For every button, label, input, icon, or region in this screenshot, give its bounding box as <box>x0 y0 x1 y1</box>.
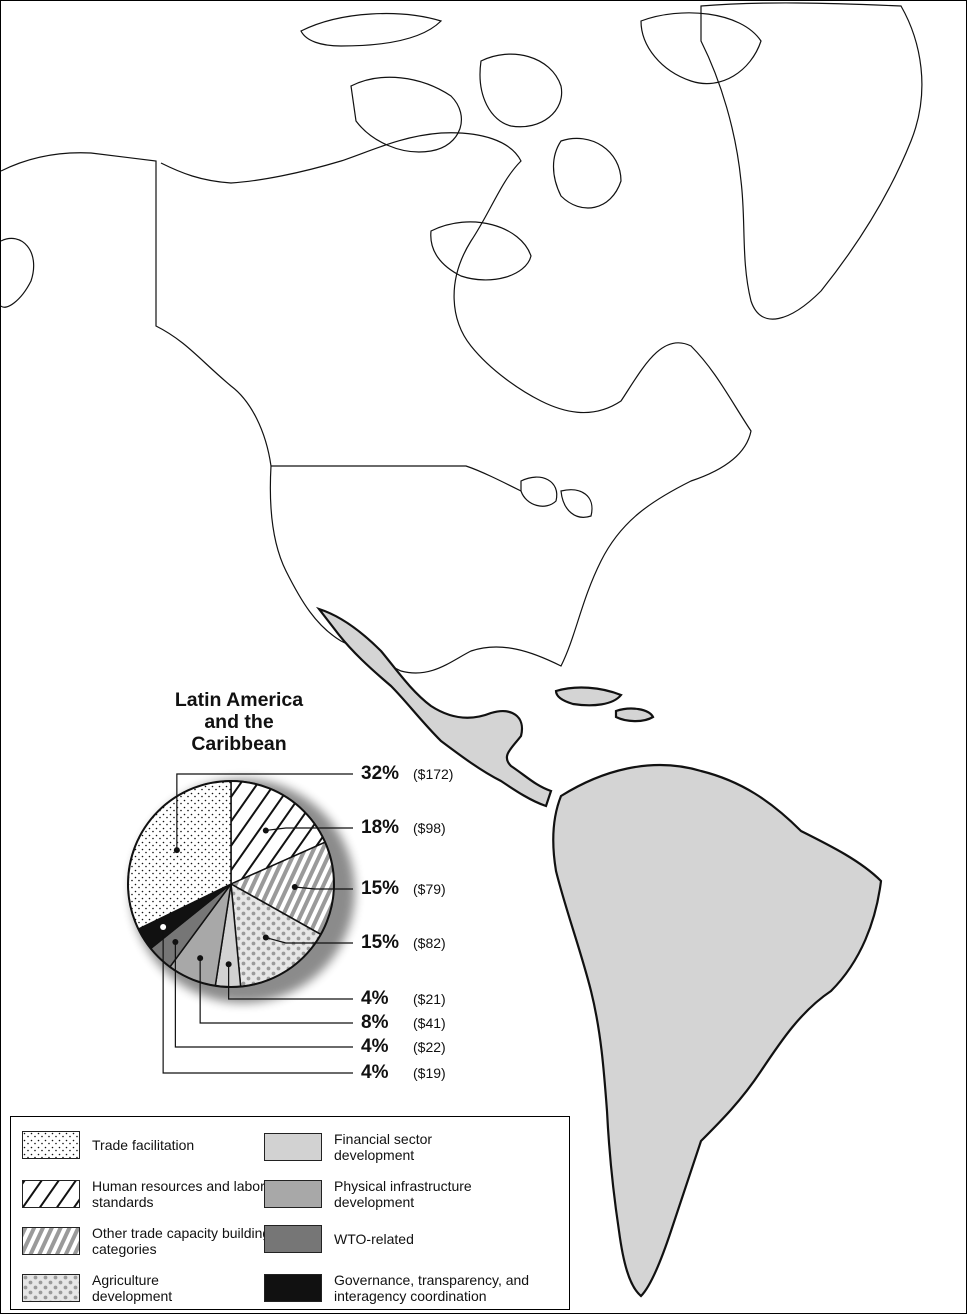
callout-label: 8% ($41) <box>361 1012 446 1034</box>
chart-title: Latin America and the Caribbean <box>121 689 357 755</box>
chart-title-line-3: Caribbean <box>191 733 287 755</box>
callout-label: 18% ($98) <box>361 817 446 839</box>
legend-item: Financial sector development <box>264 1131 494 1163</box>
leader-dot <box>291 884 298 891</box>
leader-dot <box>225 961 232 968</box>
legend-label: Agriculture development <box>92 1272 173 1304</box>
callout-label: 4% ($22) <box>361 1036 446 1058</box>
callout-percent: 4% <box>361 988 389 1009</box>
callout-label: 4% ($21) <box>361 988 446 1010</box>
legend-label: WTO-related <box>334 1231 414 1247</box>
callout-amount: ($22) <box>413 1039 446 1055</box>
callout-label: 32% ($172) <box>361 763 453 785</box>
legend-item: Trade facilitation <box>22 1131 292 1159</box>
callout-amount: ($21) <box>413 991 446 1007</box>
leader-dot <box>173 847 180 854</box>
leader-dot <box>160 924 167 931</box>
callout-amount: ($172) <box>413 766 454 782</box>
legend-swatch-dots-gray <box>22 1274 80 1302</box>
legend-label: Physical infrastructure development <box>334 1178 472 1210</box>
leader-line <box>162 927 353 1074</box>
leader-line <box>265 827 353 832</box>
leader-dot <box>262 827 269 834</box>
callout-amount: ($19) <box>413 1065 446 1081</box>
chart-title-line-2: and the <box>204 711 274 733</box>
legend-label: Trade facilitation <box>92 1137 195 1153</box>
legend-item: WTO-related <box>264 1225 534 1253</box>
legend-item: Agriculture development <box>22 1272 242 1304</box>
callout-label: 4% ($19) <box>361 1062 446 1084</box>
callout-percent: 18% <box>361 817 400 838</box>
legend-item: Other trade capacity building categories <box>22 1225 292 1257</box>
pie-outline <box>127 780 335 988</box>
north-america-outline <box>1 2 923 674</box>
legend-label: Other trade capacity building categories <box>92 1225 271 1257</box>
chart-title-line-1: Latin America <box>174 689 304 711</box>
leader-line <box>265 936 353 944</box>
callout-percent: 8% <box>361 1012 389 1033</box>
callout-percent: 4% <box>361 1062 389 1083</box>
leader-line <box>228 964 353 1000</box>
callout-amount: ($98) <box>413 820 446 836</box>
callout-percent: 4% <box>361 1036 389 1057</box>
leader-line <box>199 958 353 1024</box>
leader-dot <box>172 938 179 945</box>
callout-percent: 15% <box>361 878 400 899</box>
leader-line <box>174 941 353 1048</box>
leader-dot <box>197 955 204 962</box>
latin-america-region <box>315 606 883 1298</box>
callout-amount: ($79) <box>413 881 446 897</box>
legend: Trade facilitation Human resources and l… <box>10 1116 570 1310</box>
legend-swatch-black <box>264 1274 322 1302</box>
legend-item: Human resources and labor standards <box>22 1178 292 1210</box>
legend-swatch-hatch-gray <box>22 1227 80 1255</box>
leader-line <box>176 773 353 851</box>
legend-item: Physical infrastructure development <box>264 1178 524 1210</box>
leader-line <box>294 886 353 890</box>
callout-leaders <box>160 773 353 1074</box>
callout-percent: 15% <box>361 932 400 953</box>
callout-percent: 32% <box>361 763 400 784</box>
pie-chart <box>127 780 335 988</box>
legend-swatch-stipple <box>22 1131 80 1159</box>
callout-label: 15% ($79) <box>361 878 446 900</box>
legend-item: Governance, transparency, and interagenc… <box>264 1272 559 1304</box>
legend-swatch-light-gray <box>264 1133 322 1161</box>
callout-amount: ($41) <box>413 1015 446 1031</box>
callout-amount: ($82) <box>413 935 446 951</box>
legend-swatch-dark-gray <box>264 1225 322 1253</box>
legend-swatch-hatch-black <box>22 1180 80 1208</box>
legend-label: Financial sector development <box>334 1131 433 1163</box>
legend-swatch-mid-gray <box>264 1180 322 1208</box>
legend-label: Human resources and labor standards <box>92 1178 265 1210</box>
leader-dot <box>262 934 269 941</box>
legend-label: Governance, transparency, and interagenc… <box>334 1272 530 1304</box>
callout-label: 15% ($82) <box>361 932 446 954</box>
